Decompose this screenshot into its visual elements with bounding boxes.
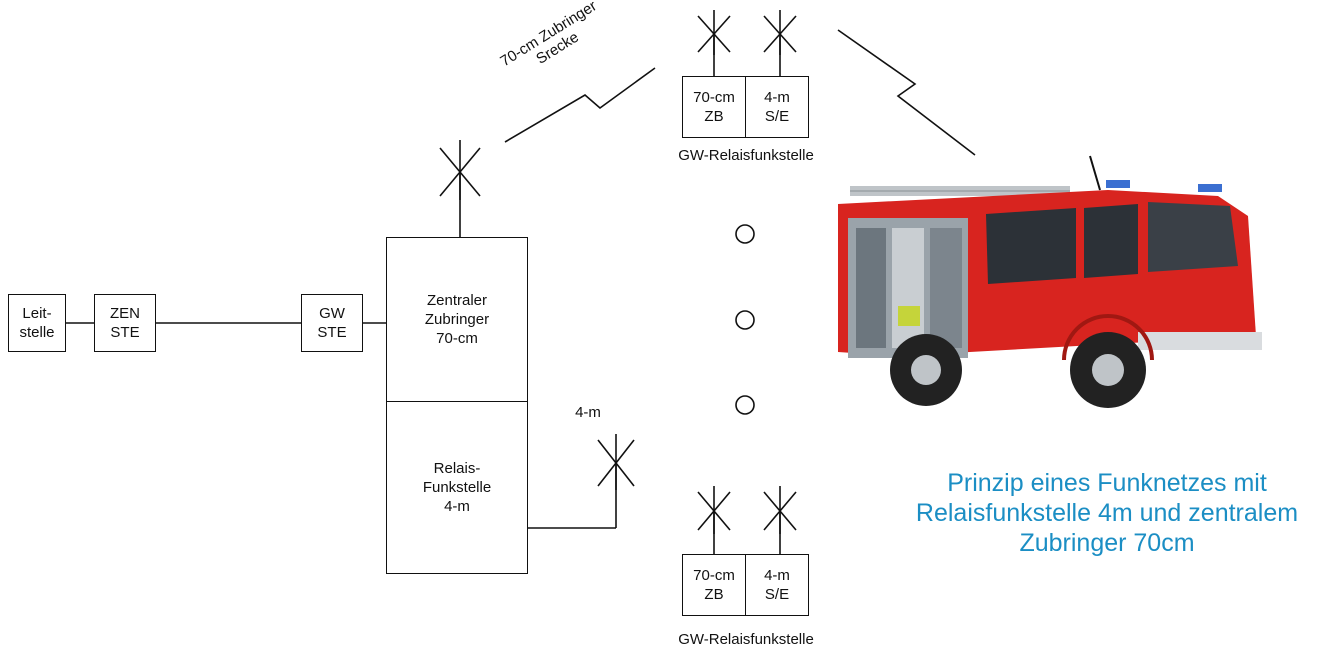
antenna-icon <box>763 486 797 534</box>
bottom-zb-box: 70-cm ZB <box>682 554 746 616</box>
leitstelle-box: Leit- stelle <box>8 294 66 352</box>
fire-truck-icon <box>838 155 1262 408</box>
zen-ste-box: ZEN STE <box>94 294 156 352</box>
antenna-4m-label: 4-m <box>575 404 601 421</box>
bottom-se-box: 4-m S/E <box>745 554 809 616</box>
continuation-dot <box>735 224 755 244</box>
antenna-icon <box>697 486 731 534</box>
radio-link-icon <box>504 67 656 143</box>
top-se-box: 4-m S/E <box>745 76 809 138</box>
continuation-dot <box>735 310 755 330</box>
gw-ste-box: GW STE <box>301 294 363 352</box>
relais-funkstelle-box: Relais- Funkstelle 4-m <box>386 401 528 574</box>
antenna-icon <box>597 434 635 490</box>
continuation-dot <box>735 395 755 415</box>
gw-relais-bottom-label: GW-Relaisfunkstelle <box>678 631 814 648</box>
diagram-caption: Prinzip eines Funknetzes mit Relaisfunks… <box>915 469 1299 557</box>
antenna-icon <box>439 140 481 200</box>
gw-relais-top-label: GW-Relaisfunkstelle <box>678 147 814 164</box>
antenna-icon <box>439 10 797 534</box>
radio-link-icon <box>837 29 976 156</box>
antenna-icon <box>697 10 731 55</box>
zentraler-zubringer-box: Zentraler Zubringer 70-cm <box>386 237 528 402</box>
top-zb-box: 70-cm ZB <box>682 76 746 138</box>
diagram-lines <box>65 10 976 555</box>
antenna-icon <box>763 10 797 55</box>
